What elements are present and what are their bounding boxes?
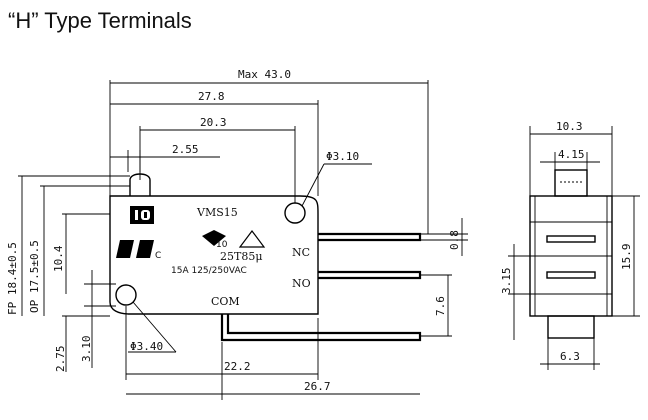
enec-mark	[202, 230, 226, 246]
dim-op: OP 17.5±0.5	[28, 240, 41, 313]
dim-fp: FP 18.4±0.5	[6, 242, 19, 315]
no-label: NO	[292, 277, 311, 290]
temp-rating-label: 25T85μ	[220, 250, 262, 263]
dim-3-10: 3.10	[80, 336, 93, 363]
electrical-rating-label: 15A 125/250VAC	[171, 266, 247, 276]
side-terminal-nc	[546, 235, 596, 243]
com-terminal	[220, 314, 422, 342]
dim-26-7: 26.7	[304, 380, 331, 393]
nc-terminal	[318, 232, 422, 242]
vde-mark	[238, 230, 266, 248]
c-mark: C	[155, 251, 161, 261]
dim-actuator-4-15: 4.15	[558, 148, 585, 161]
no-terminal	[318, 270, 422, 280]
nc-label: NC	[292, 246, 310, 259]
dim-2-75: 2.75	[54, 346, 67, 373]
dim-2-55: 2.55	[172, 143, 199, 156]
dim-hole-top: Φ3.10	[326, 150, 359, 163]
front-view: C 10 VMS15 25T85μ 15A 125/250VAC NC NO C…	[6, 68, 468, 400]
side-terminal-no	[546, 271, 596, 279]
side-view: 10.3 4.15 15.9 3.15 6.3	[500, 120, 640, 370]
model-label: VMS15	[196, 206, 238, 219]
dim-0-8: 0.8	[448, 230, 461, 250]
dim-height-15-9: 15.9	[620, 244, 633, 271]
dim-max-43: Max 43.0	[238, 68, 291, 81]
switch-body	[109, 195, 319, 315]
side-base	[547, 315, 595, 339]
dim-20-3: 20.3	[200, 116, 227, 129]
page-title: “H” Type Terminals	[8, 8, 192, 33]
ul-mark	[116, 240, 154, 258]
dim-width-10-3: 10.3	[556, 120, 583, 133]
side-actuator	[554, 169, 588, 197]
dim-10-4: 10.4	[52, 245, 65, 272]
dim-27-8: 27.8	[198, 90, 225, 103]
com-label: COM	[211, 295, 240, 308]
dim-3-15: 3.15	[500, 268, 513, 295]
dim-7-6: 7.6	[434, 296, 447, 316]
k-mark: 10	[216, 240, 228, 250]
dim-base-6-3: 6.3	[560, 350, 580, 363]
dim-22-2: 22.2	[224, 360, 251, 373]
dim-hole-bottom: Φ3.40	[130, 340, 163, 353]
mounting-hole-bottom	[115, 284, 137, 306]
